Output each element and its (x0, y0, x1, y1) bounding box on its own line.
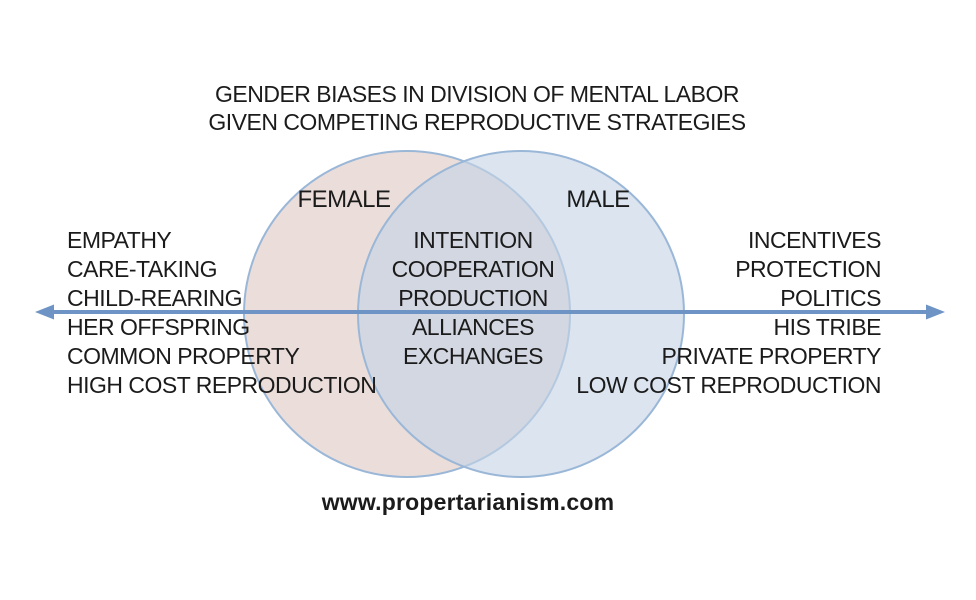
list-item: LOW COST REPRODUCTION (576, 372, 881, 398)
male-items-list: INCENTIVES PROTECTION POLITICS HIS TRIBE PRI… (576, 226, 881, 400)
horizontal-axis-arrow (35, 304, 945, 320)
list-item: PRIVATE PROPERTY (661, 343, 882, 369)
shared-items-list: INTENTION COOPERATION PRODUCTION ALLIANCES E… (316, 226, 630, 371)
list-item: COMMON PROPERTY (67, 343, 300, 369)
list-item: PRODUCTION (398, 285, 548, 311)
list-item: HER OFFSPRING (67, 314, 250, 340)
list-item: CHILD-REARING (67, 285, 242, 311)
female-items-list: EMPATHY CARE-TAKING CHILD-REARING HER OFFSP… (67, 226, 377, 400)
diagram-title: GENDER BIASES IN DIVISION OF MENTAL LABO… (0, 80, 954, 136)
list-item: POLITICS (780, 285, 881, 311)
list-item: HIS TRIBE (773, 314, 881, 340)
list-item: COOPERATION (391, 256, 555, 282)
right-arrowhead-icon (926, 304, 945, 320)
female-set-label: FEMALE (297, 186, 391, 213)
website-url: www.propertarianism.com (321, 489, 615, 515)
male-set-label: MALE (566, 186, 630, 213)
list-item: EMPATHY (67, 227, 172, 253)
list-item: EXCHANGES (403, 343, 543, 369)
list-item: HIGH COST REPRODUCTION (67, 372, 377, 398)
list-item: ALLIANCES (411, 314, 535, 340)
left-arrowhead-icon (35, 304, 54, 320)
list-item: CARE-TAKING (67, 256, 217, 282)
list-item: INTENTION (413, 227, 533, 253)
title-line-2: GIVEN COMPETING REPRODUCTIVE STRATEGIES (208, 109, 746, 135)
list-item: INCENTIVES (747, 227, 882, 253)
title-line-1: GENDER BIASES IN DIVISION OF MENTAL LABO… (215, 81, 739, 107)
list-item: PROTECTION (735, 256, 881, 282)
